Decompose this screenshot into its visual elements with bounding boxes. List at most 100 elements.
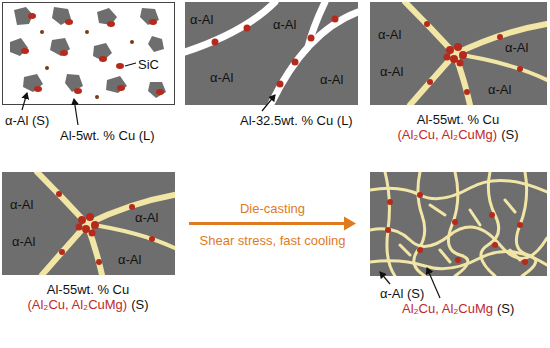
phase-caption: Al-55wt. % Cu — [47, 282, 129, 297]
sic-particle — [212, 39, 219, 46]
panel-art — [185, 2, 358, 106]
phase-caption: Al₂Cu, Al₂CuMg — [402, 301, 493, 316]
grain-label: α-Al — [488, 82, 511, 97]
alpha-grain — [50, 38, 70, 56]
sic-particle — [129, 204, 135, 210]
process-arrow — [189, 217, 356, 231]
arrow-shaft — [189, 222, 346, 225]
sic-particle — [417, 192, 423, 198]
panel-art — [370, 2, 547, 105]
grain-label: α-Al — [273, 17, 296, 32]
grain-label: α-Al — [210, 70, 233, 85]
sic-particle — [116, 63, 124, 69]
alpha-grain — [10, 38, 28, 56]
sic-particle — [427, 79, 433, 85]
sic-particle — [59, 249, 65, 255]
sic-group — [40, 30, 134, 99]
liquid-band — [185, 2, 275, 52]
grain-label: α-Al — [505, 40, 528, 55]
grain-label: α-Al — [12, 234, 35, 249]
eutectic-band — [455, 24, 547, 54]
sic-particle — [308, 35, 315, 42]
sic-particle — [497, 34, 503, 40]
sic-particle — [96, 259, 102, 265]
grain-label: α-Al — [10, 197, 33, 212]
eutectic-group — [37, 172, 179, 275]
sic-particle — [34, 86, 42, 92]
eutectic-panel: α-Alα-Alα-Alα-AlAl-55wt. % Cu(Al₂Cu, Al₂… — [370, 2, 547, 105]
sic-particle — [156, 89, 164, 95]
die-cast-panel: α-Al (S)Al₂Cu, Al₂CuMg(S) — [370, 172, 547, 276]
grain-label: α-Al — [135, 210, 158, 225]
phase-caption: Al-55wt. % Cu — [417, 112, 499, 127]
eutectic-band — [87, 224, 179, 250]
alpha-grain — [140, 8, 159, 25]
leader-line — [262, 95, 275, 111]
sic-particle — [149, 236, 155, 242]
eutectic-band — [414, 172, 425, 276]
sic-particle — [65, 19, 73, 25]
sic-group — [385, 192, 528, 265]
eutectic-band — [510, 250, 520, 260]
process-label: Shear stress, fast cooling — [200, 233, 346, 248]
sic-particle — [455, 257, 461, 263]
phase-caption: (Al₂Cu, Al₂CuMg) — [397, 127, 497, 142]
liquid-band — [308, 2, 325, 47]
phase-caption: α-Al (S) — [5, 113, 49, 128]
grain-label: α-Al — [190, 12, 213, 27]
sic-particle — [446, 46, 454, 54]
sic-particle — [78, 216, 86, 224]
sic-particle — [117, 85, 125, 91]
grain-label: α-Al — [118, 252, 141, 267]
sic-particle — [91, 221, 99, 229]
alpha-grain — [23, 74, 43, 92]
eutectic-band — [505, 200, 515, 212]
eutectic-band — [400, 245, 410, 255]
sic-particle — [244, 25, 251, 32]
sic-particle — [332, 16, 339, 23]
eutectic-band — [430, 205, 445, 215]
sic-particle — [385, 227, 391, 233]
sic-particle — [489, 212, 495, 218]
liquid-panel: SiCα-Al (S)Al-5wt. % Cu (L) — [2, 2, 175, 105]
sic-particle — [40, 30, 44, 34]
leader-line — [74, 99, 78, 125]
sic-particle — [86, 213, 94, 221]
alpha-grain — [106, 76, 127, 93]
grain-label: α-Al — [320, 72, 343, 87]
sic-particle — [28, 13, 36, 19]
eutectic-panel: α-Alα-Alα-Alα-AlAl-55wt. % Cu(Al₂Cu, Al₂… — [2, 172, 175, 275]
sic-particle — [459, 51, 467, 59]
eutectic-band — [37, 172, 87, 224]
panel-ground — [370, 172, 547, 276]
eutectic-band — [405, 2, 455, 54]
sic-particle — [387, 199, 393, 205]
eutectic-band — [481, 172, 499, 276]
sic-particle — [292, 59, 299, 66]
grain-label: α-Al — [378, 27, 401, 42]
eutectic-band — [455, 54, 547, 80]
state-caption: (S) — [497, 301, 514, 316]
state-caption: (S) — [131, 297, 148, 312]
sic-particle — [60, 50, 68, 56]
sic-particle — [95, 95, 99, 99]
eutectic-band — [385, 172, 395, 276]
sic-particle — [517, 66, 523, 72]
sic-particle — [417, 247, 423, 253]
sic-particle — [149, 19, 157, 25]
alpha-grain — [148, 82, 166, 98]
eutectic-band — [470, 210, 480, 225]
sic-group — [21, 13, 164, 95]
sic-particle — [517, 222, 523, 228]
panel-art — [370, 172, 547, 276]
sic-particle — [464, 89, 470, 95]
sic-particle — [522, 259, 528, 265]
panel-ground — [370, 2, 547, 105]
leader-line — [380, 272, 390, 284]
sic-particle — [74, 88, 82, 94]
sic-particle — [492, 242, 498, 248]
phase-caption: Al-32.5wt. % Cu (L) — [240, 113, 353, 128]
eutectic-network — [370, 172, 547, 276]
sic-particle — [45, 66, 49, 70]
